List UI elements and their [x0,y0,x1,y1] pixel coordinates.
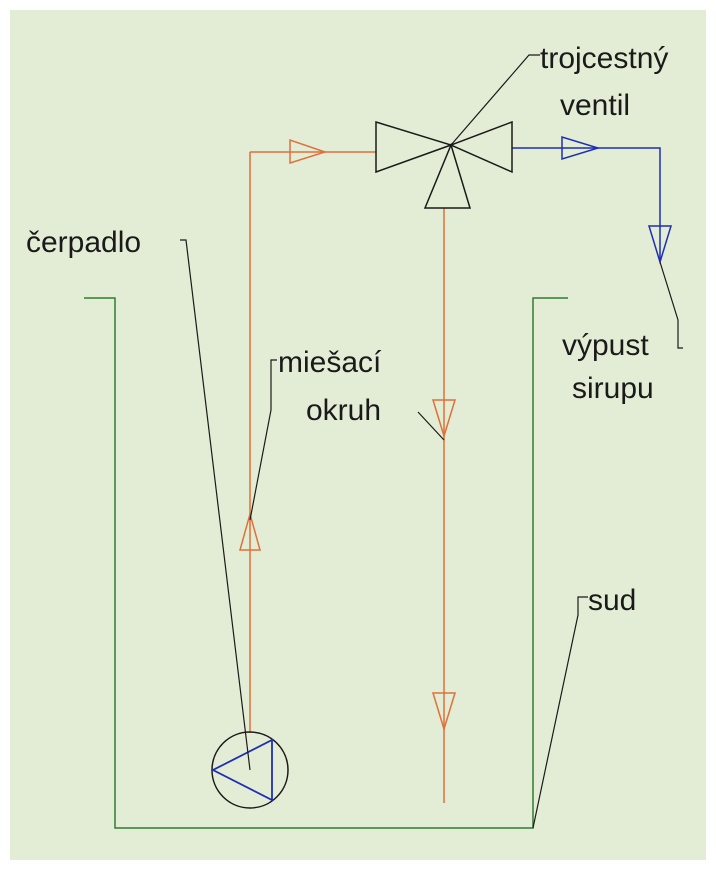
leader-mixing-loop [249,359,277,521]
leader-pump [180,239,251,771]
outlet-label-line1: výpust [562,329,649,362]
barrel-label: sud [588,584,636,617]
mixing-loop-label-line2: okruh [306,394,381,427]
mixing-loop-pipes [239,138,457,803]
valve-label-line2: ventil [560,89,630,122]
flow-arrow-icon [239,511,261,551]
mixing-loop-label-line1: miešací [278,346,382,379]
syrup-outlet-pipes [512,135,673,265]
leader-outlet [659,261,683,349]
flow-arrow-icon [431,692,457,732]
flow-arrow-icon [289,138,328,165]
leader-valve [450,54,540,146]
valve-bottom-wing [423,142,472,209]
flow-arrow-icon [431,399,457,439]
valve-left-wing [375,120,454,174]
outlet-label-line2: sirupu [572,372,654,405]
three-way-valve-icon [375,120,513,209]
valve-right-wing [449,120,513,174]
pump-circle-triangle-icon [211,731,289,809]
pump-label: čerpadlo [26,226,141,259]
flow-arrow-icon [561,135,601,161]
valve-label-line1: trojcestný [540,42,668,75]
label-leader-lines [180,54,683,829]
leader-mixing-return [417,411,445,441]
leader-barrel [532,596,588,829]
pump-triangle [211,738,273,802]
flow-arrow-icon [647,225,673,265]
barrel-outline [84,297,568,829]
